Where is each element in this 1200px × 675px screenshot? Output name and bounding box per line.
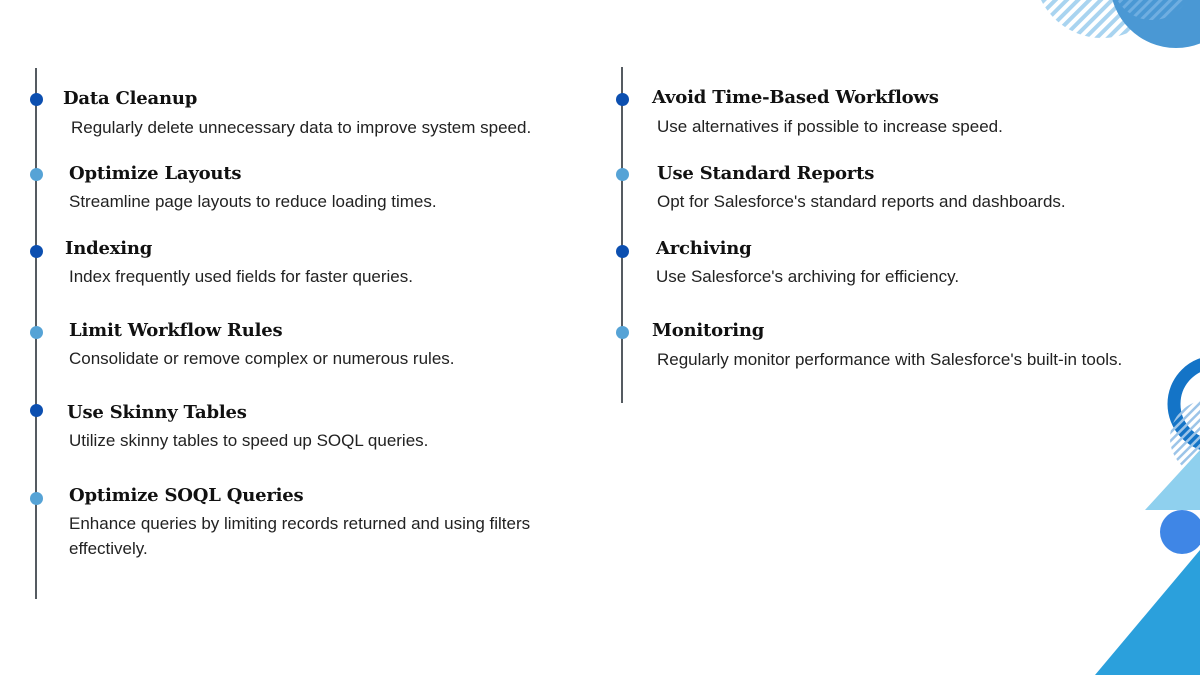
item-title: Avoid Time-Based Workflows [652, 87, 939, 108]
top-right-decoration [1040, 0, 1200, 48]
item-title: Archiving [656, 238, 752, 259]
item-title: Optimize Layouts [69, 163, 242, 184]
item-description: Utilize skinny tables to speed up SOQL q… [69, 431, 429, 450]
item-description: Use Salesforce's archiving for efficienc… [656, 267, 960, 286]
item-description: Regularly delete unnecessary data to imp… [71, 118, 532, 137]
item-description: Regularly monitor performance with Sales… [657, 350, 1123, 369]
item-title: Monitoring [652, 320, 765, 341]
bottom-right-decoration [1095, 358, 1200, 675]
item-description: Streamline page layouts to reduce loadin… [69, 192, 437, 211]
item-title: Limit Workflow Rules [69, 320, 283, 341]
timeline-dot [30, 93, 43, 106]
item-title: Optimize SOQL Queries [69, 485, 304, 506]
item-description: Opt for Salesforce's standard reports an… [657, 192, 1066, 211]
item-title: Indexing [65, 238, 153, 259]
item-title: Use Standard Reports [657, 163, 875, 184]
item-description: Consolidate or remove complex or numerou… [69, 349, 455, 368]
item-description: Enhance queries by limiting records retu… [69, 514, 531, 558]
item-description: Index frequently used fields for faster … [69, 267, 413, 286]
timeline-dot [616, 326, 629, 339]
timeline-dot [30, 404, 43, 417]
timeline-dot [30, 326, 43, 339]
item-title: Use Skinny Tables [67, 402, 247, 423]
timeline-dot [616, 245, 629, 258]
timeline-dot [30, 168, 43, 181]
item-title: Data Cleanup [63, 88, 198, 109]
timeline-dot [30, 245, 43, 258]
timeline-dot [30, 492, 43, 505]
item-description: Use alternatives if possible to increase… [657, 117, 1003, 136]
timeline-dot [616, 93, 629, 106]
timeline-dot [616, 168, 629, 181]
right-timeline-line [621, 67, 623, 403]
